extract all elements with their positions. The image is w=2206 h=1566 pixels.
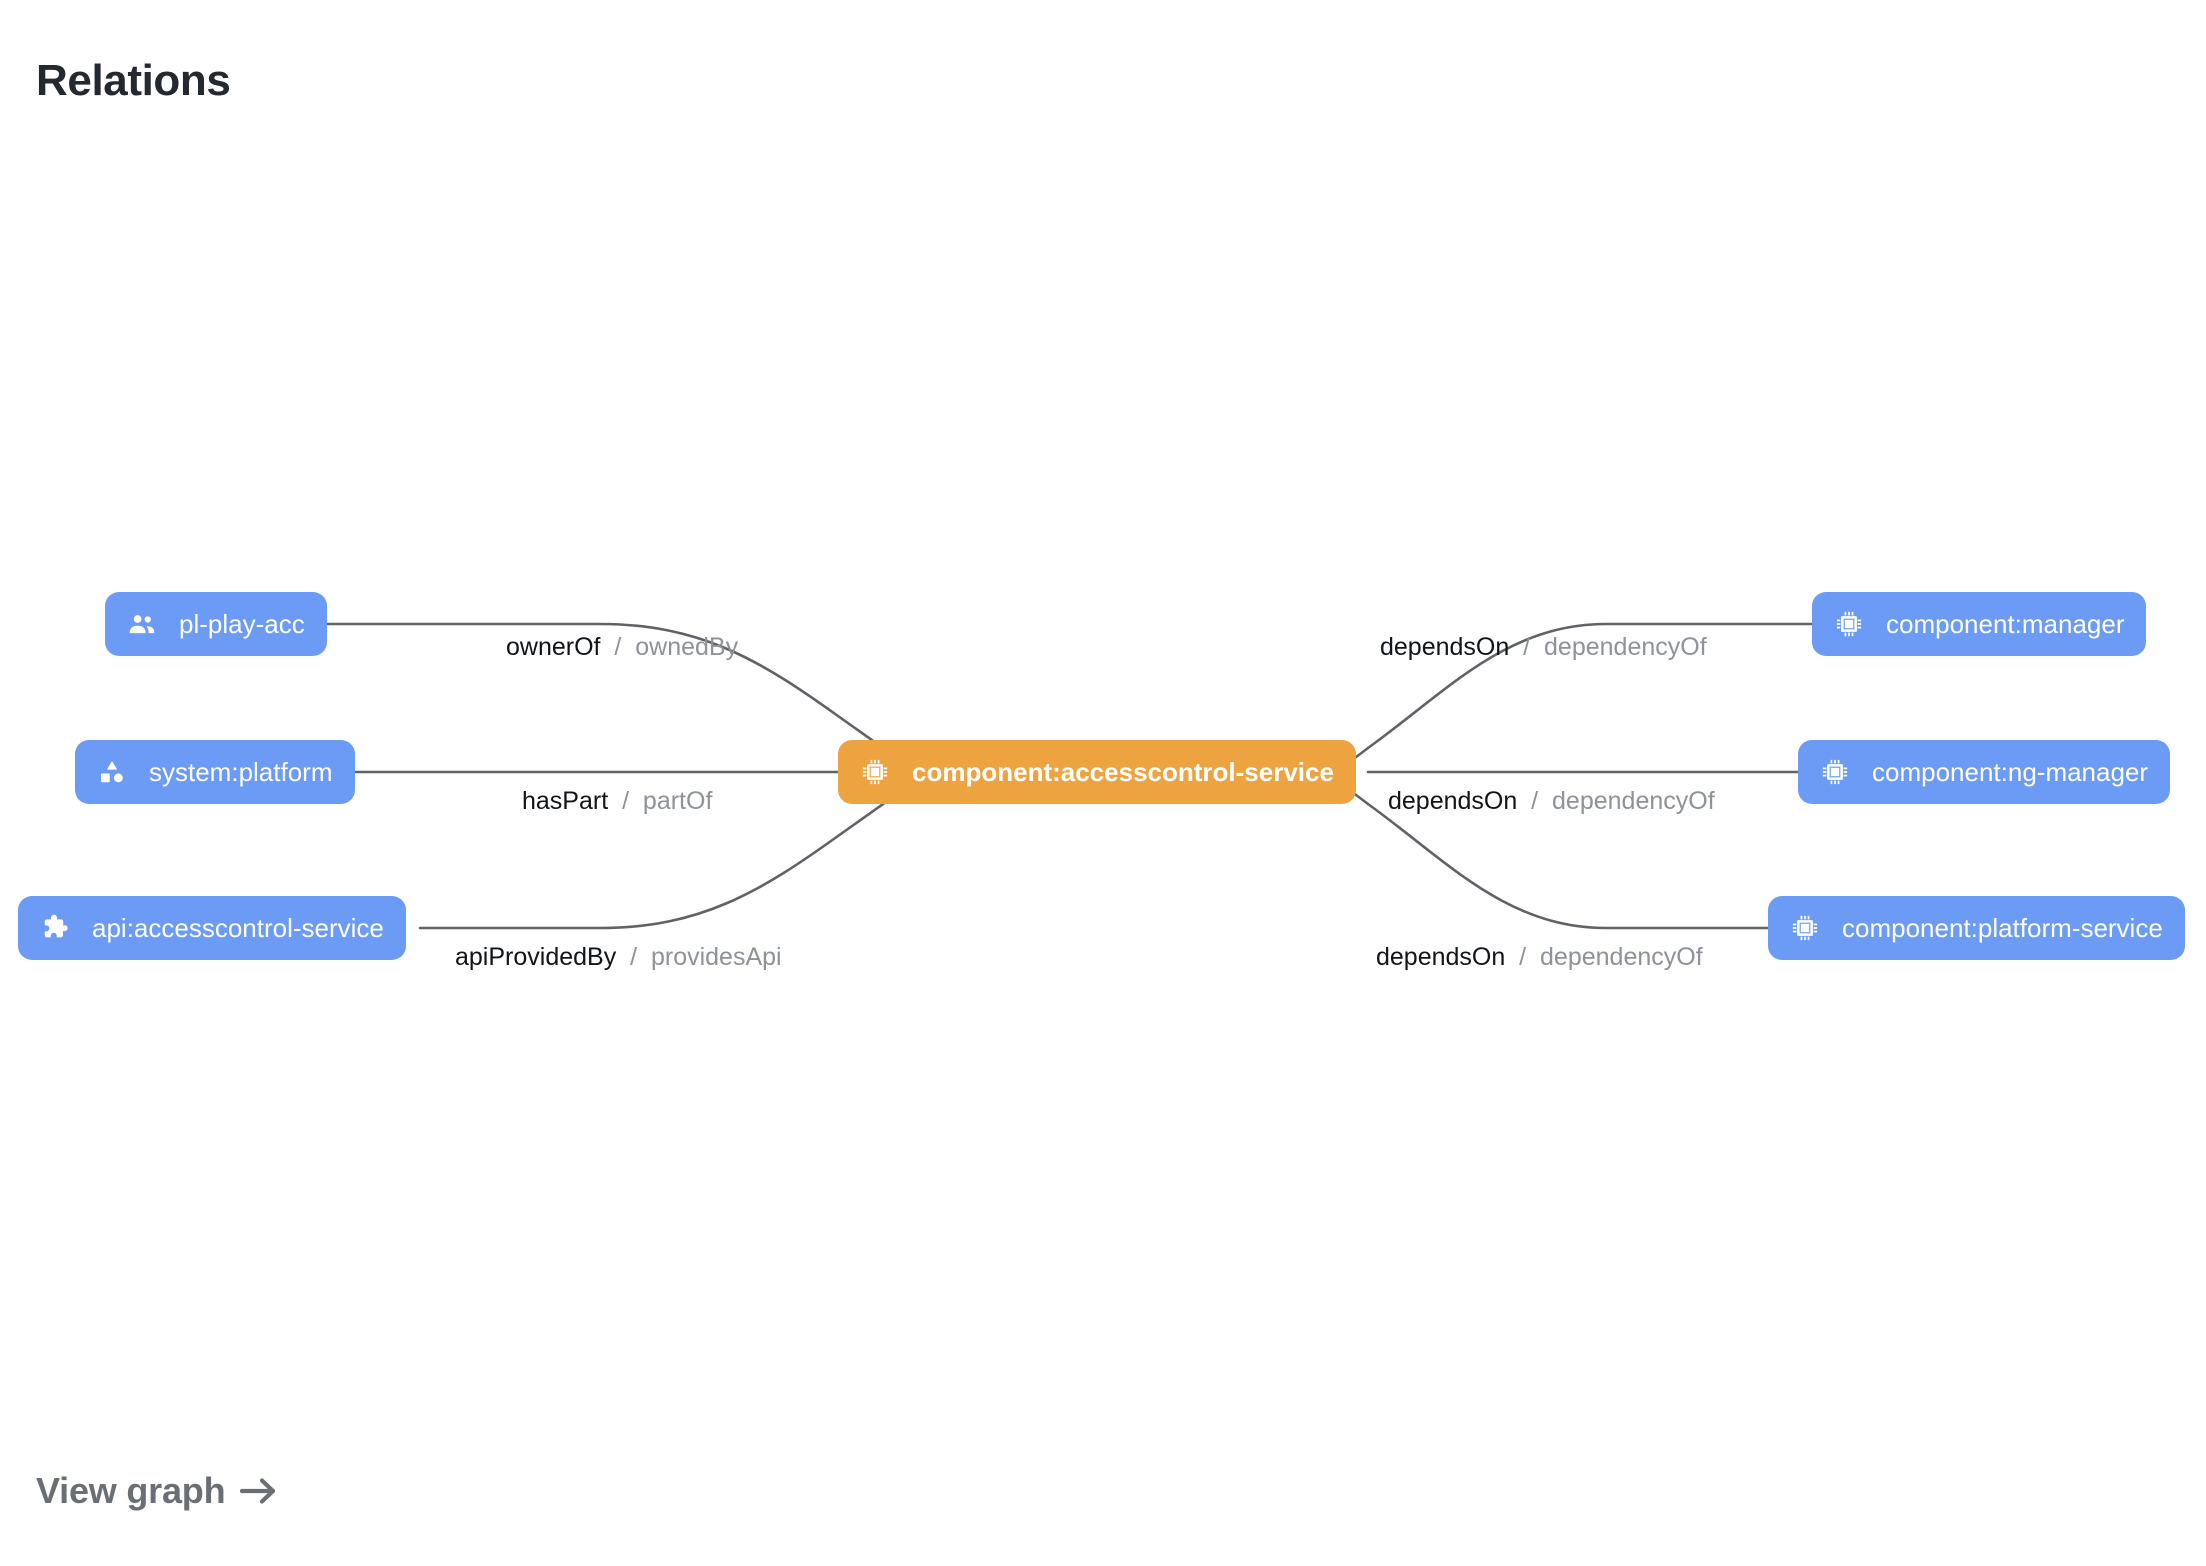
edge-label-forward: dependsOn [1388, 787, 1518, 815]
edge-label-forward: hasPart [522, 787, 609, 815]
view-graph-label: View graph [36, 1470, 226, 1511]
edge-label-separator: / [607, 633, 629, 661]
edge-label-ownerof: ownerOf / ownedBy [506, 635, 738, 660]
edge-label-reverse: dependencyOf [1540, 943, 1703, 971]
relations-graph: pl-play-acc system:platform api:accessco… [18, 592, 2185, 970]
edge-label-forward: dependsOn [1380, 633, 1510, 661]
edge-label-separator: / [1524, 787, 1546, 815]
memory-chip-icon [1790, 913, 1820, 943]
edge-label-haspart: hasPart / partOf [522, 789, 712, 814]
page-title: Relations [36, 56, 231, 106]
edge-label-dependson-platform-service: dependsOn / dependencyOf [1376, 945, 1703, 970]
graph-node-label: system:platform [149, 757, 333, 787]
edge-label-separator: / [1512, 943, 1534, 971]
memory-chip-icon [1834, 609, 1864, 639]
graph-node-label: component:manager [1886, 609, 2125, 639]
edge-dependson-platform-service-path [1308, 758, 1770, 930]
graph-node-component-platform-service[interactable]: component:platform-service [1768, 896, 2185, 960]
graph-node-component-ng-manager[interactable]: component:ng-manager [1798, 740, 2171, 804]
edge-label-reverse: ownedBy [635, 633, 739, 661]
graph-node-label: component:ng-manager [1872, 757, 2149, 787]
edge-label-dependson-manager: dependsOn / dependencyOf [1380, 635, 1707, 660]
memory-chip-icon [1820, 757, 1850, 787]
edge-label-separator: / [623, 943, 645, 971]
graph-node-system-platform[interactable]: system:platform [75, 740, 355, 804]
people-group-icon [127, 609, 157, 639]
graph-node-api-accesscontrol-service[interactable]: api:accesscontrol-service [18, 896, 406, 960]
edge-label-apiprovidedby: apiProvidedBy / providesApi [455, 945, 782, 970]
arrow-right-icon [239, 1474, 279, 1508]
edge-label-dependson-ng-manager: dependsOn / dependencyOf [1388, 789, 1715, 814]
graph-node-label: api:accesscontrol-service [92, 913, 384, 943]
edge-label-forward: dependsOn [1376, 943, 1506, 971]
memory-chip-icon [860, 757, 890, 787]
edge-label-separator: / [1516, 633, 1538, 661]
graph-node-label: component:accesscontrol-service [912, 757, 1334, 787]
edge-label-reverse: partOf [642, 787, 713, 815]
graph-node-component-accesscontrol-service-focus[interactable]: component:accesscontrol-service [838, 740, 1356, 804]
edge-label-forward: apiProvidedBy [455, 943, 617, 971]
category-shapes-icon [97, 757, 127, 787]
puzzle-extension-icon [40, 913, 70, 943]
view-graph-link[interactable]: View graph [36, 1470, 279, 1512]
edge-label-reverse: providesApi [650, 943, 782, 971]
edge-layer [326, 622, 1814, 930]
graph-node-pl-play-acc[interactable]: pl-play-acc [105, 592, 327, 656]
graph-node-component-manager[interactable]: component:manager [1812, 592, 2147, 656]
edge-label-reverse: dependencyOf [1552, 787, 1715, 815]
edge-label-reverse: dependencyOf [1544, 633, 1707, 661]
edge-label-forward: ownerOf [506, 633, 601, 661]
graph-node-label: pl-play-acc [179, 609, 305, 639]
graph-node-label: component:platform-service [1842, 913, 2163, 943]
edge-label-separator: / [615, 787, 636, 815]
